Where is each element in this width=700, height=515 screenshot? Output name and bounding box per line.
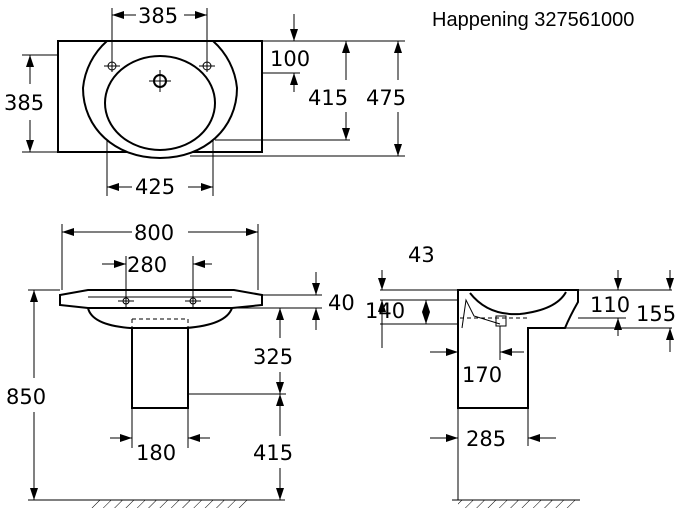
dim-425: 425 xyxy=(135,175,175,199)
top-view-basin xyxy=(104,55,216,151)
front-view: 800 280 40 850 325 4 xyxy=(6,221,355,508)
dim-850: 850 xyxy=(6,385,46,409)
product-title: Happening 327561000 xyxy=(432,9,634,31)
dim-800: 800 xyxy=(134,221,174,245)
dim-40: 40 xyxy=(328,291,355,315)
dim-140: 140 xyxy=(365,299,405,323)
dim-43: 43 xyxy=(408,243,435,267)
dim-325: 325 xyxy=(253,345,293,369)
floor-hatch xyxy=(458,500,578,508)
dim-180: 180 xyxy=(136,441,176,465)
dim-415-bowl: 415 xyxy=(308,86,348,110)
floor-hatch xyxy=(90,500,250,508)
dim-110: 110 xyxy=(590,293,630,317)
dim-280: 280 xyxy=(127,253,167,277)
top-view: 385 385 100 415 475 xyxy=(4,4,406,199)
dim-170: 170 xyxy=(462,363,502,387)
dim-100: 100 xyxy=(270,47,310,71)
dim-475: 475 xyxy=(366,86,406,110)
dim-285: 285 xyxy=(466,427,506,451)
front-view-basin xyxy=(59,289,263,309)
dim-415-waste: 415 xyxy=(253,441,293,465)
dim-385-holes: 385 xyxy=(138,4,178,28)
dim-155: 155 xyxy=(636,302,676,326)
side-view: 43 140 110 155 170 2 xyxy=(365,243,676,508)
side-view-profile xyxy=(457,289,579,409)
dim-385-depth: 385 xyxy=(4,91,44,115)
front-view-pedestal xyxy=(131,327,189,409)
